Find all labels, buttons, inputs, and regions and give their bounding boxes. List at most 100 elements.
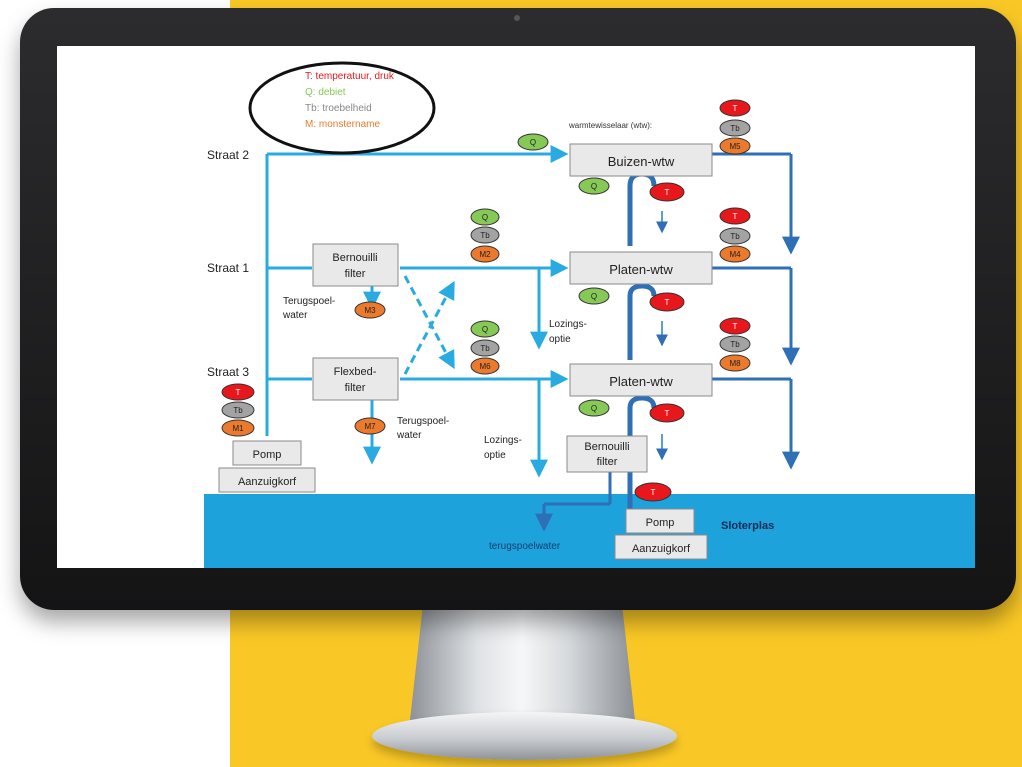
lozings-1-line1: Lozings- xyxy=(549,319,587,330)
terugspoelwater-label: terugspoelwater xyxy=(489,541,561,552)
sensor-t-bottom-label: T xyxy=(651,488,656,497)
legend-turbidity: Tb: troebelheid xyxy=(305,103,372,114)
sensor-m1 xyxy=(221,419,255,437)
aanzuigkorf-box-1: Aanzuigkorf xyxy=(218,467,316,493)
aanzuigkorf-box-2: Aanzuigkorf xyxy=(614,534,708,560)
bernouilli-1-line2: filter xyxy=(345,268,366,280)
sensor-m2 xyxy=(470,245,500,263)
sensor-q-platen1-label: Q xyxy=(591,292,597,301)
pomp-box-1: Pomp xyxy=(232,440,302,466)
sensor-t-platen1 xyxy=(649,292,685,312)
sensor-q-top xyxy=(517,133,549,151)
bernouilli-2-line2: filter xyxy=(597,456,618,468)
platen-wtw-label-1: Platen-wtw xyxy=(609,262,673,277)
pomp-1-label: Pomp xyxy=(253,449,282,461)
straat-3-label: Straat 3 xyxy=(207,365,249,379)
sensor-tb-m2-label: Tb xyxy=(480,231,490,240)
sensor-q-platen1 xyxy=(578,287,610,305)
water-body xyxy=(204,494,975,568)
sensor-tb-m4 xyxy=(719,227,751,245)
aanzuigkorf-1-label: Aanzuigkorf xyxy=(238,476,297,488)
sensor-tb-m1-label: Tb xyxy=(233,406,243,415)
pomp-box-2: Pomp xyxy=(625,508,695,534)
monitor-stand-base xyxy=(372,712,677,760)
flexbed-filter-box: Flexbed- filter xyxy=(312,357,399,401)
flexbed-line2: filter xyxy=(345,382,366,394)
sensor-tb-m5-label: Tb xyxy=(730,124,740,133)
sensor-group: T Tb M5 T Tb M4 T Tb M8 T Tb M1 Q Tb M2 xyxy=(221,99,751,502)
sensor-m3 xyxy=(354,301,386,319)
sensor-t-m1 xyxy=(221,383,255,401)
sensor-tb-m1 xyxy=(221,401,255,419)
lozings-1-line2: optie xyxy=(549,334,571,345)
aanzuigkorf-2-label: Aanzuigkorf xyxy=(632,543,691,555)
sensor-tb-m6 xyxy=(470,339,500,357)
return-lines xyxy=(535,152,800,532)
heat-exchanger-header: warmtewisselaar (wtw): xyxy=(568,121,652,130)
legend-sampling: M: monstername xyxy=(305,119,380,130)
sensor-t-platen2-label: T xyxy=(665,409,670,418)
bernouilli-2-line1: Bernouilli xyxy=(584,441,629,453)
sensor-tb-m8-label: Tb xyxy=(730,340,740,349)
sensor-m6-label: M6 xyxy=(479,362,491,371)
sensor-m4 xyxy=(719,245,751,263)
sensor-q-m6 xyxy=(470,320,500,338)
sensor-tb-m6-label: Tb xyxy=(480,344,490,353)
sensor-t-m5 xyxy=(719,99,751,117)
sensor-t-m4 xyxy=(719,207,751,225)
pomp-2-label: Pomp xyxy=(646,517,675,529)
sensor-t-buizen-label: T xyxy=(665,188,670,197)
legend-temperature: T: temperatuur, druk xyxy=(305,71,395,82)
sensor-t-platen2 xyxy=(649,403,685,423)
sensor-q-top-label: Q xyxy=(530,138,536,147)
camera-icon xyxy=(514,15,520,21)
monitor-stand-neck xyxy=(410,600,635,720)
sensor-m6 xyxy=(470,357,500,375)
platen-wtw-box-2: Platen-wtw xyxy=(569,363,713,397)
bernouilli-1-line1: Bernouilli xyxy=(332,252,377,264)
sensor-q-m2-label: Q xyxy=(482,213,488,222)
buizen-wtw-label: Buizen-wtw xyxy=(608,154,675,169)
sensor-tb-m4-label: Tb xyxy=(730,232,740,241)
monitor-screen: T: temperatuur, druk Q: debiet Tb: troeb… xyxy=(57,46,975,568)
legend-ellipse xyxy=(248,61,436,155)
sensor-q-m2 xyxy=(470,208,500,226)
terugspoel-2-line1: Terugspoel- xyxy=(397,416,449,427)
sensor-t-buizen xyxy=(649,182,685,202)
sensor-m2-label: M2 xyxy=(479,250,491,259)
sensor-q-buizen xyxy=(578,177,610,195)
sensor-q-m6-label: Q xyxy=(482,325,488,334)
sensor-t-m4-label: T xyxy=(733,212,738,221)
bernouilli-filter-box-2: Bernouilli filter xyxy=(566,435,648,473)
sensor-m5 xyxy=(719,137,751,155)
sensor-q-platen2-label: Q xyxy=(591,404,597,413)
cross-lines xyxy=(403,275,455,375)
sensor-t-bottom xyxy=(634,482,672,502)
platen-wtw-box-1: Platen-wtw xyxy=(569,251,713,285)
sensor-m1-label: M1 xyxy=(232,424,244,433)
sensor-t-m8 xyxy=(719,317,751,335)
sensor-t-m8-label: T xyxy=(733,322,738,331)
sensor-m5-label: M5 xyxy=(729,142,741,151)
terugspoel-1-line2: water xyxy=(282,310,308,321)
bernouilli-filter-box-1: Bernouilli filter xyxy=(312,243,399,287)
straat-2-label: Straat 2 xyxy=(207,148,249,162)
lozings-2-line1: Lozings- xyxy=(484,435,522,446)
sensor-t-platen1-label: T xyxy=(665,298,670,307)
sensor-tb-m8 xyxy=(719,335,751,353)
platen-wtw-label-2: Platen-wtw xyxy=(609,374,673,389)
process-diagram: T: temperatuur, druk Q: debiet Tb: troeb… xyxy=(204,61,975,568)
sensor-m7 xyxy=(354,417,386,435)
sensor-q-buizen-label: Q xyxy=(591,182,597,191)
straat-1-label: Straat 1 xyxy=(207,261,249,275)
sensor-q-platen2 xyxy=(578,399,610,417)
sensor-m8 xyxy=(719,354,751,372)
sensor-m4-label: M4 xyxy=(729,250,741,259)
flexbed-line1: Flexbed- xyxy=(334,366,377,378)
legend-flow: Q: debiet xyxy=(305,87,346,98)
sensor-m7-label: M7 xyxy=(364,422,376,431)
lozings-2-line2: optie xyxy=(484,450,506,461)
terugspoel-2-line2: water xyxy=(396,430,422,441)
sensor-m3-label: M3 xyxy=(364,306,376,315)
sensor-tb-m5 xyxy=(719,119,751,137)
